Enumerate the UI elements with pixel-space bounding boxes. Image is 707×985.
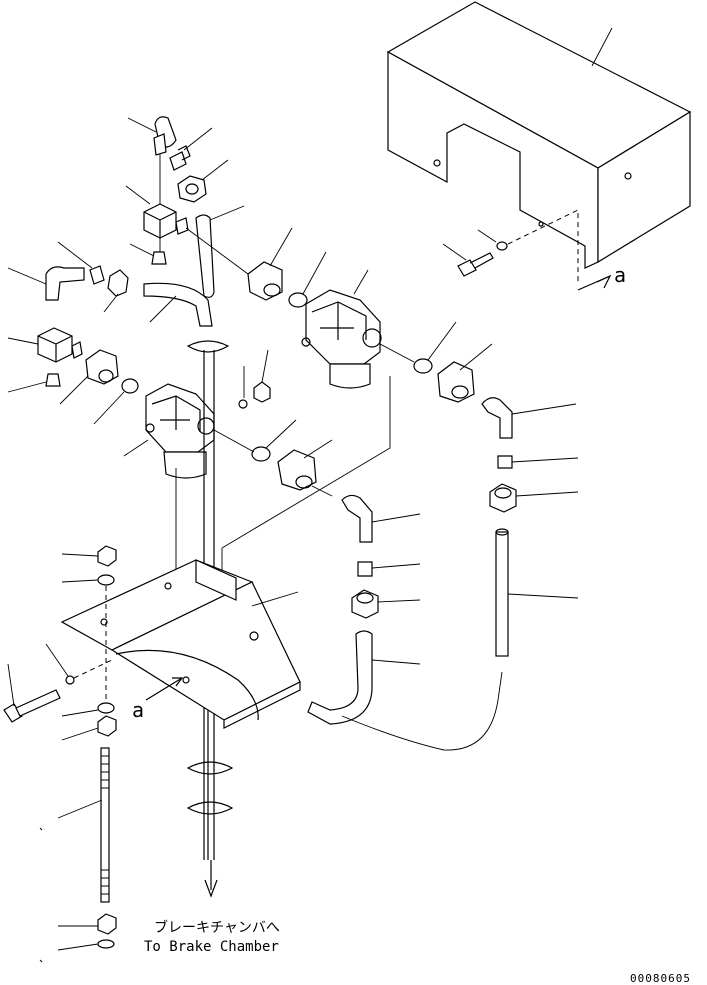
hose-curved-top xyxy=(195,214,215,298)
cover-panel xyxy=(386,1,692,269)
nut-stack-mid xyxy=(97,715,117,737)
nipple-middle xyxy=(357,561,373,577)
elbow-fitting-right xyxy=(481,397,513,439)
clamp-middle xyxy=(186,761,234,775)
view-marker-label-bracket: a xyxy=(132,698,144,722)
nut-stack-bottom xyxy=(97,913,117,935)
plug-top xyxy=(151,251,167,265)
washer-bolt xyxy=(65,675,75,685)
arrow-down xyxy=(204,879,218,898)
adapter-left xyxy=(85,349,119,385)
small-nut-left xyxy=(253,381,271,403)
nut-stack-top xyxy=(97,545,117,567)
elbow-fitting-left xyxy=(45,266,85,301)
nut-left xyxy=(107,269,129,297)
block-fitting-top xyxy=(143,203,189,239)
hose-curved-lower xyxy=(307,630,373,725)
nut-middle xyxy=(351,589,379,619)
washer-middle xyxy=(251,446,271,462)
nipple-top xyxy=(169,145,191,171)
tube-right xyxy=(495,528,509,657)
block-fitting-left xyxy=(37,327,83,363)
cover-bolt xyxy=(457,252,494,277)
nut-right xyxy=(489,483,517,513)
valve-left xyxy=(145,383,215,479)
cover-washer xyxy=(496,241,508,251)
destination-label-en: To Brake Chamber xyxy=(144,939,279,955)
long-bolt xyxy=(3,689,61,723)
plug-left xyxy=(45,373,61,387)
washer-right xyxy=(413,358,433,374)
nipple-right xyxy=(497,455,513,469)
washer-stack-bottom xyxy=(97,939,115,949)
washer-top-right xyxy=(288,292,308,308)
washer-left xyxy=(121,378,139,394)
elbow-fitting-middle xyxy=(341,494,373,543)
nipple-left xyxy=(89,265,105,285)
clamp-bottom xyxy=(186,801,234,815)
clamp-top xyxy=(186,340,230,353)
drawing-number: 00080605 xyxy=(630,972,691,985)
adapter-top xyxy=(247,261,283,301)
adapter-right xyxy=(437,361,475,403)
view-marker-label: a xyxy=(614,263,626,287)
destination-label-jp: ブレーキチャンバへ xyxy=(154,919,280,936)
washer-stack-top xyxy=(97,574,115,586)
washer-stack-mid xyxy=(97,702,115,714)
hose-curved-middle xyxy=(143,282,213,327)
elbow-fitting-top xyxy=(153,116,177,156)
small-washer-left xyxy=(238,399,248,409)
threaded-rod xyxy=(100,747,110,903)
adapter-middle xyxy=(277,449,317,491)
nut-top xyxy=(177,175,207,203)
valve-right xyxy=(301,289,382,389)
mounting-bracket xyxy=(60,559,301,729)
